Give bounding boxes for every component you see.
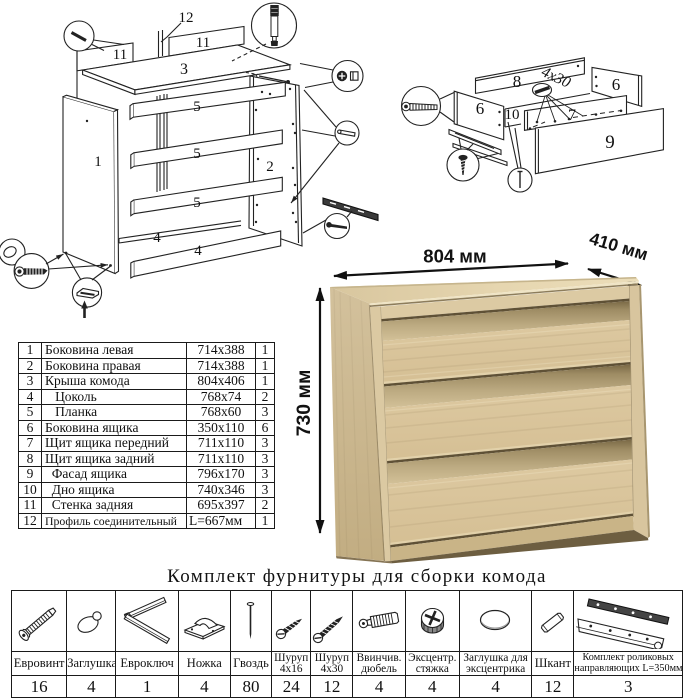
svg-text:804 мм: 804 мм <box>423 246 486 267</box>
svg-text:7: 7 <box>568 107 576 124</box>
svg-text:5: 5 <box>193 195 201 211</box>
svg-text:5: 5 <box>193 99 201 115</box>
svg-text:730 мм: 730 мм <box>293 370 315 437</box>
svg-text:2: 2 <box>266 159 274 175</box>
svg-text:5: 5 <box>193 146 201 162</box>
svg-text:6: 6 <box>476 99 485 118</box>
svg-text:410 мм: 410 мм <box>587 228 650 264</box>
svg-text:12: 12 <box>179 10 194 26</box>
svg-text:4: 4 <box>153 230 161 246</box>
svg-text:11: 11 <box>113 47 127 63</box>
svg-text:9: 9 <box>605 132 615 153</box>
svg-text:6: 6 <box>612 75 621 94</box>
svg-text:11: 11 <box>196 35 210 51</box>
svg-text:4: 4 <box>194 243 202 259</box>
svg-text:8: 8 <box>513 72 522 91</box>
svg-text:1: 1 <box>94 154 102 170</box>
svg-text:10: 10 <box>505 107 520 123</box>
svg-text:3: 3 <box>180 61 188 78</box>
